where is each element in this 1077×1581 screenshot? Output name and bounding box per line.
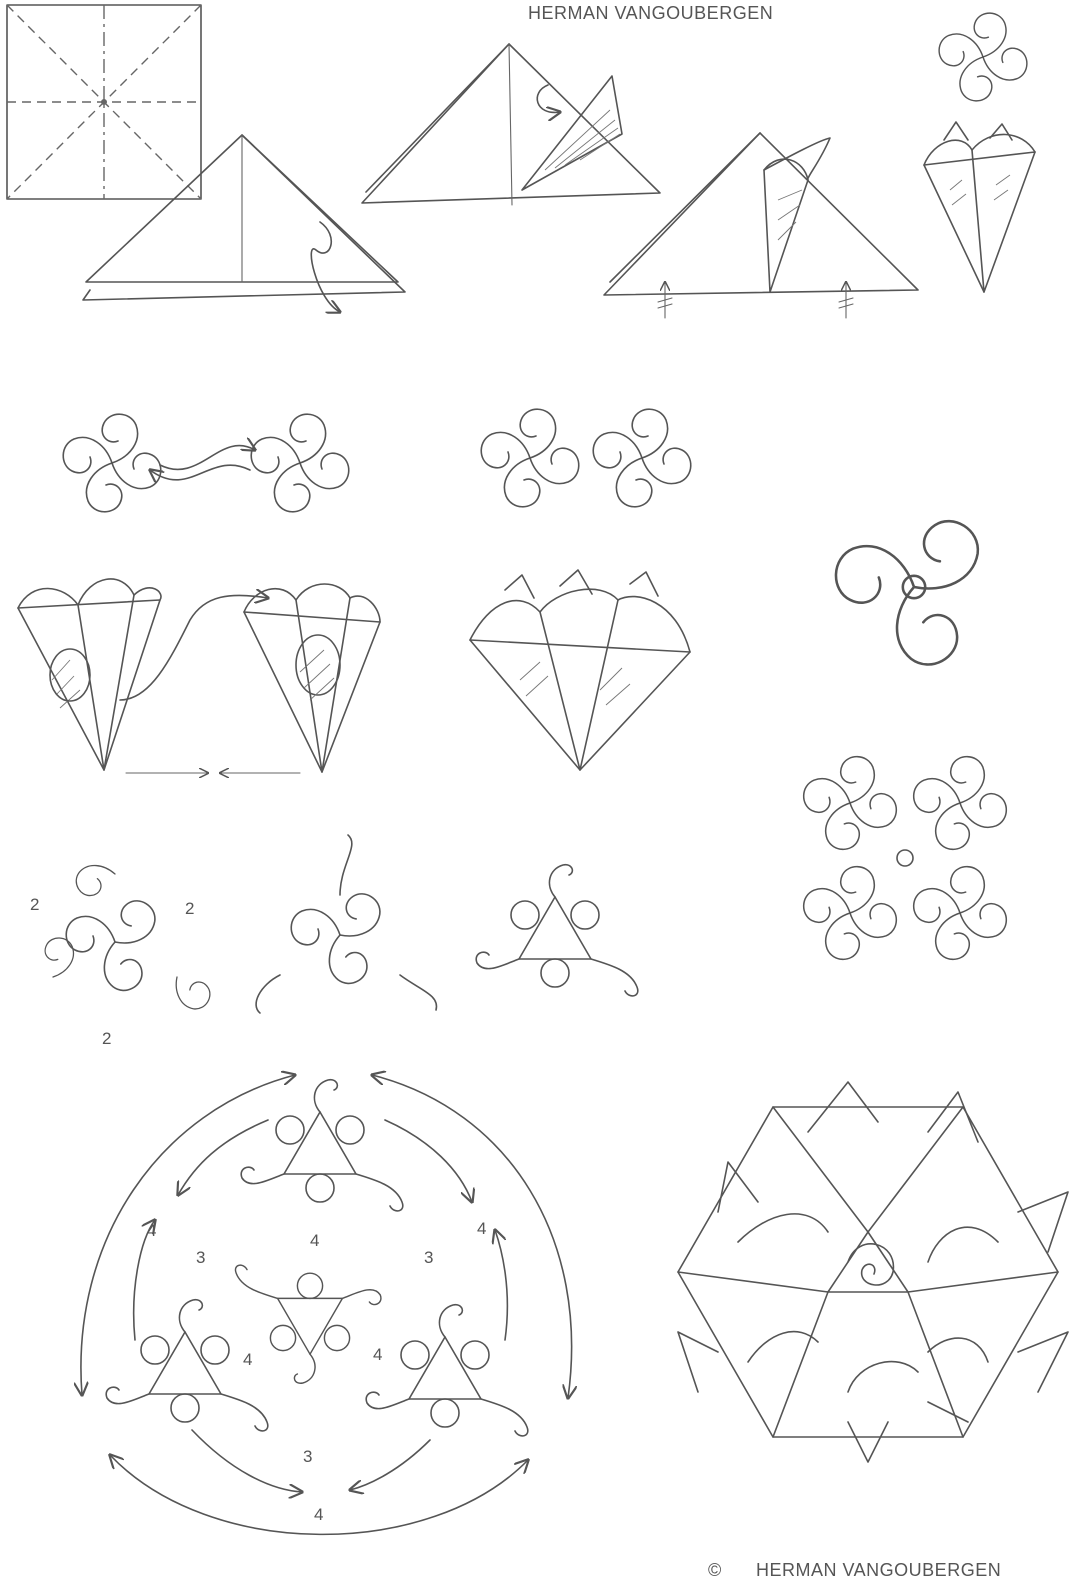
finished-unit-cone (924, 122, 1035, 292)
copyright-symbol: © (708, 1560, 722, 1580)
step-join-two-cones (18, 579, 380, 773)
step-label: 4 (477, 1219, 486, 1238)
symbol-swirl-small (939, 13, 1027, 101)
symbol-swirl-numbered: 2 2 2 (30, 856, 215, 1048)
step-square-creases (7, 5, 201, 199)
step-label: 3 (196, 1248, 205, 1267)
step-triangle-fold (83, 135, 405, 312)
step-fold-corner (362, 44, 660, 205)
step-cone-on-triangle (604, 133, 918, 318)
step-label: 2 (185, 899, 194, 918)
step-label: 4 (314, 1505, 323, 1524)
symbol-double-swirl (481, 409, 691, 507)
step-label: 3 (303, 1447, 312, 1466)
step-label: 4 (147, 1221, 156, 1240)
step-label: 4 (310, 1231, 319, 1250)
step-label: 2 (30, 895, 39, 914)
footer-copyright: © HERMAN VANGOUBERGEN (708, 1560, 1001, 1580)
finished-model (678, 1082, 1068, 1462)
header-author: HERMAN VANGOUBERGEN (528, 3, 773, 23)
symbol-swirl-triple-hooks (256, 835, 436, 1013)
assembly-ring-diagram: 4 4 3 4 3 4 4 3 4 (81, 1075, 572, 1581)
step-label: 4 (243, 1350, 252, 1369)
symbol-double-swirl-arrows (63, 414, 349, 512)
module-triangle-small (476, 865, 638, 996)
footer-author: HERMAN VANGOUBERGEN (756, 1560, 1001, 1580)
step-three-cones (470, 570, 690, 770)
step-label: 3 (424, 1248, 433, 1267)
symbol-swirl-three (836, 512, 988, 675)
step-label: 4 (373, 1345, 382, 1364)
symbol-swirl-square (795, 757, 1015, 960)
step-label: 2 (102, 1029, 111, 1048)
